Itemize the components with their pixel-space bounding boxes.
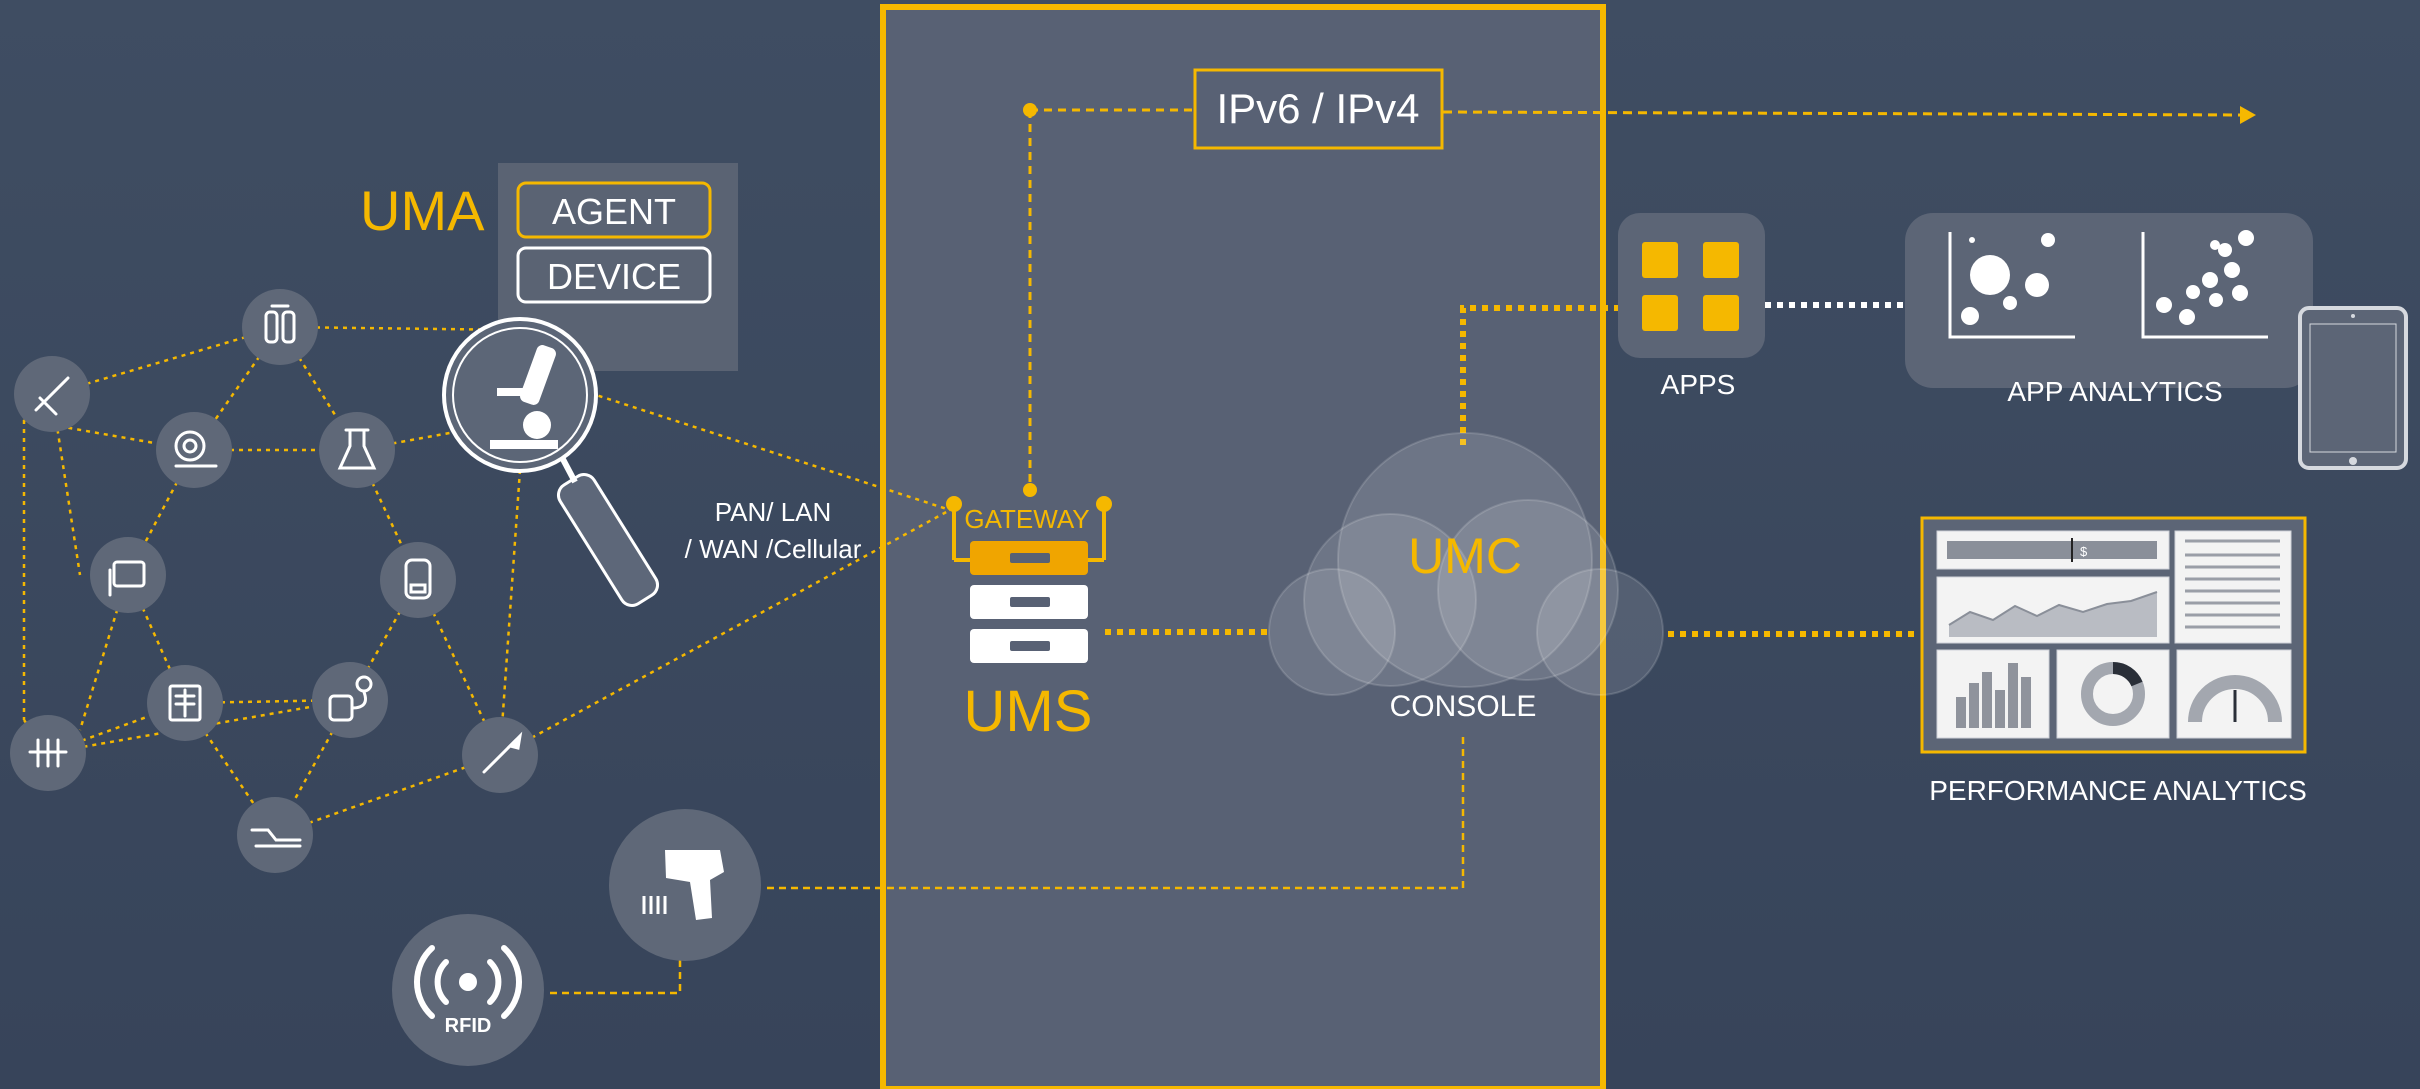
apps-label: APPS (1661, 369, 1736, 400)
xray-icon (168, 684, 202, 722)
antenna-left-tip (946, 496, 962, 512)
app-analytics-panel[interactable] (1905, 213, 2313, 388)
node-glucose (380, 542, 456, 618)
bubble-points (1961, 233, 2055, 325)
hospital-bed-icon (250, 828, 302, 848)
apps-tile[interactable] (1618, 213, 1765, 358)
network-label-line2: / WAN /Cellular (685, 534, 862, 564)
umc-label: UMC (1408, 528, 1522, 584)
gauge-widget (2188, 675, 2282, 723)
node-bed (237, 797, 313, 873)
ums-label: UMS (964, 679, 1093, 744)
oxygen-tank-icon (264, 304, 296, 344)
flask-icon (337, 428, 377, 470)
microscope-icon (442, 317, 660, 607)
rfid-icon (413, 945, 523, 1019)
umc-cloud (1268, 432, 1664, 696)
node-ultrasound (90, 537, 166, 613)
app-analytics-label: APP ANALYTICS (2007, 376, 2222, 407)
network-label-line1: PAN/ LAN (715, 497, 832, 527)
protocol-box (1193, 68, 1444, 150)
arrow-head-icon (2240, 106, 2256, 124)
device-button[interactable] (516, 246, 712, 304)
node-oxygen (242, 289, 318, 365)
tablet-icon (2298, 306, 2408, 470)
scatter-points (2156, 230, 2254, 325)
uma-title: UMA (360, 179, 485, 242)
agent-label: AGENT (552, 191, 676, 232)
device-label: DEVICE (547, 256, 681, 297)
junction-dot (1023, 103, 1037, 117)
scalpel-icon (482, 731, 523, 774)
gateway-label: GATEWAY (964, 504, 1089, 534)
line-chart-widget (1948, 591, 2158, 637)
scatter-chart-icon (1948, 232, 2268, 339)
glucose-meter-icon (404, 558, 432, 600)
bar-chart-widget (1956, 663, 2031, 728)
blood-pressure-icon (328, 675, 373, 722)
agent-button[interactable] (516, 181, 712, 239)
server-stack-icon (970, 541, 1088, 663)
performance-analytics-label: PERFORMANCE ANALYTICS (1929, 775, 2307, 806)
flow-lines (545, 108, 2246, 995)
node-bp (312, 662, 388, 738)
console-label: CONSOLE (1390, 690, 1537, 723)
mri-scanner-icon (174, 430, 218, 468)
progress-currency: $ (2080, 544, 2088, 559)
node-flask (319, 412, 395, 488)
antenna-right-tip (1096, 496, 1112, 512)
table-widget-rows (2185, 539, 2280, 629)
barcode-scanner-icon (642, 850, 724, 920)
device-nodes (10, 289, 761, 1066)
protocol-label: IPv6 / IPv4 (1216, 85, 1419, 132)
progress-bar-track (1947, 541, 2157, 559)
rfid-label: RFID (445, 1015, 492, 1037)
junction-dot (1023, 483, 1037, 497)
node-scanner (609, 809, 761, 961)
test-tubes-icon (28, 738, 68, 768)
ultrasound-icon (108, 560, 146, 597)
apps-grid-icon (1642, 242, 1739, 331)
donut-chart-widget (2081, 662, 2145, 726)
syringe-icon (34, 376, 70, 416)
